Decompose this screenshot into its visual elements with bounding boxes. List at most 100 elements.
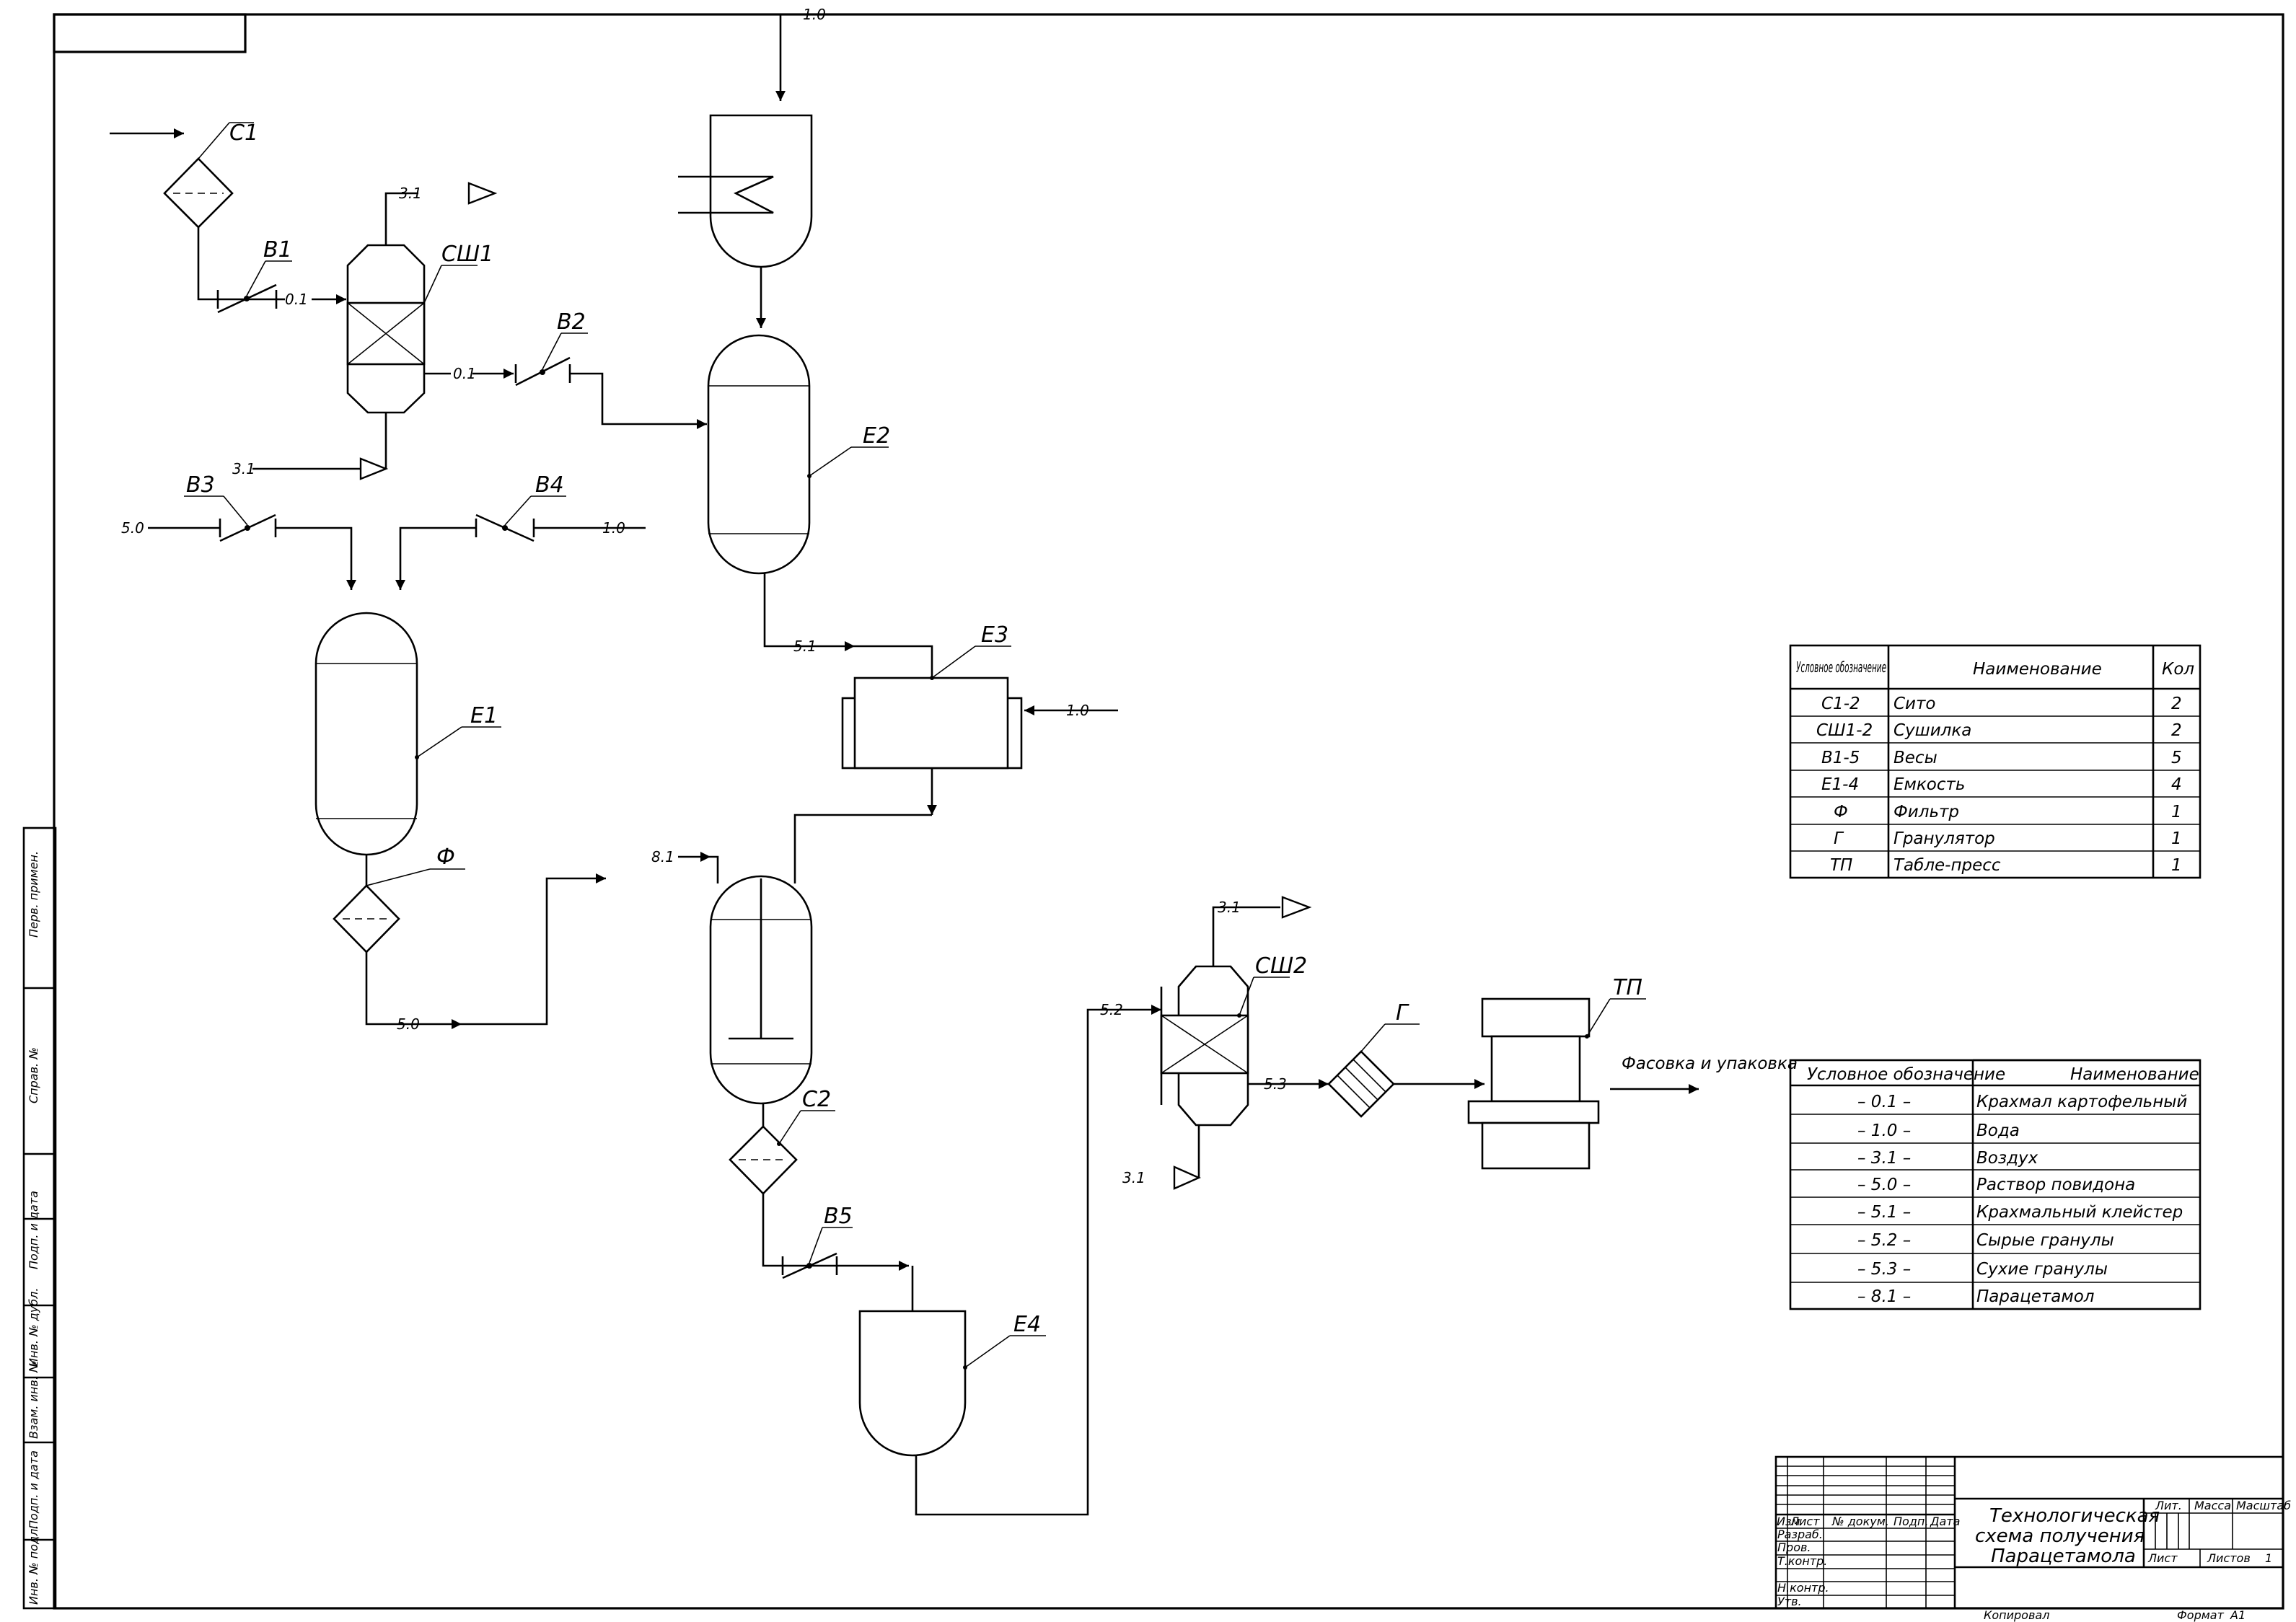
- stream-50-f: 5.0: [397, 1015, 420, 1033]
- eq-row-name: Сушилка: [1893, 721, 1971, 740]
- piping: [110, 13, 1699, 1516]
- tb-col-doc: № докум.: [1831, 1515, 1889, 1528]
- reactor-heater: [678, 114, 813, 268]
- output-label: Фасовка и упаковка: [1622, 1054, 1798, 1073]
- label-e1: E1: [470, 703, 498, 728]
- eq-table-header-code: Условное обозначение: [1796, 658, 1886, 676]
- eq-row-name: Сито: [1893, 695, 1935, 713]
- label-c1: C1: [229, 120, 258, 146]
- eq-row-qty: 4: [2171, 775, 2182, 794]
- label-b2: B2: [557, 309, 586, 335]
- eq-row-code: СШ1-2: [1816, 721, 1873, 740]
- eq-row-qty: 1: [2171, 829, 2182, 848]
- tb-sheet: Лист: [2147, 1551, 2178, 1565]
- tb-role-approved: Утв.: [1777, 1595, 1802, 1608]
- label-b4: B4: [535, 472, 564, 498]
- stamp-replace-no: Взам. инв. №: [27, 1360, 40, 1439]
- scale-b3: B3: [184, 472, 276, 542]
- vessel-mixer: [709, 875, 813, 1105]
- eq-row-qty: 5: [2171, 749, 2182, 767]
- stream-01b: 0.1: [453, 365, 476, 382]
- tb-role-tech-control: Т.контр.: [1777, 1554, 1827, 1568]
- stream-51: 5.1: [793, 638, 817, 655]
- eq-row-qty: 2: [2171, 695, 2182, 713]
- tb-sheets: Листов: [2207, 1551, 2251, 1565]
- stream-row-name: Парацетамол: [1976, 1287, 2095, 1306]
- stream-row-code: – 8.1 –: [1857, 1287, 1911, 1306]
- vessel-e4: E4: [858, 1310, 1046, 1457]
- stamp-signature-date-2: Подп. и дата: [27, 1450, 40, 1529]
- stream-50: 5.0: [121, 519, 144, 537]
- eq-row-name: Табле-пресс: [1893, 856, 2001, 875]
- label-e3: E3: [981, 622, 1008, 648]
- eq-row-qty: 1: [2171, 856, 2182, 875]
- label-sh2: СШ2: [1255, 953, 1307, 979]
- stream-table-header-name: Наименование: [2070, 1065, 2199, 1084]
- title-line-3: Парацетамола: [1991, 1546, 2136, 1567]
- stream-53: 5.3: [1264, 1075, 1287, 1093]
- sieve-c2: C2: [729, 1087, 835, 1195]
- label-c2: C2: [802, 1087, 831, 1112]
- tb-role-developer: Разраб.: [1777, 1528, 1823, 1541]
- stream-row-name: Сырые гранулы: [1976, 1231, 2114, 1250]
- stream-row-code: – 3.1 –: [1857, 1149, 1911, 1168]
- dryer-sh2: СШ2: [1160, 953, 1307, 1127]
- granulator-g: Г: [1327, 1000, 1420, 1118]
- label-b1: B1: [263, 237, 292, 263]
- eq-row-name: Фильтр: [1893, 803, 1959, 821]
- tablet-press-tp: ТП: [1467, 975, 1646, 1170]
- tb-col-list: Лист: [1790, 1515, 1820, 1528]
- eq-row-code: Г: [1834, 829, 1844, 848]
- tb-sheets-value: 1: [2265, 1551, 2272, 1565]
- tb-col-izm: Изм: [1777, 1515, 1800, 1528]
- label-filter: Ф: [436, 845, 455, 870]
- tb-col-sign: Подп.: [1893, 1515, 1928, 1528]
- eq-row-name: Весы: [1893, 749, 1937, 767]
- dryer-sh1: СШ1: [346, 242, 493, 414]
- stream-row-code: – 5.3 –: [1857, 1260, 1911, 1279]
- tb-mass: Масса: [2194, 1499, 2231, 1512]
- tb-format: Формат: [2177, 1608, 2225, 1622]
- eq-row-code: B1-5: [1821, 749, 1860, 767]
- side-stamp: Перв. примен. Справ. № Подп. и дата Инв.…: [22, 827, 57, 1610]
- title-block: Изм Лист № докум. Подп. Дата Разраб. Про…: [1774, 1455, 2291, 1622]
- stream-table-header-code: Условное обозначение: [1807, 1065, 2005, 1084]
- stream-row-name: Сухие гранулы: [1976, 1260, 2108, 1279]
- stream-row-code: – 5.0 –: [1857, 1176, 1911, 1194]
- eq-row-name: Гранулятор: [1893, 829, 1995, 848]
- stamp-original-no: Инв. № подл.: [27, 1525, 40, 1605]
- scale-b2: B2: [515, 309, 588, 387]
- stream-row-code: – 5.1 –: [1857, 1203, 1911, 1222]
- tb-format-value: A1: [2230, 1608, 2246, 1622]
- tb-copied: Копировал: [1984, 1608, 2049, 1622]
- stream-10-v4: 1.0: [602, 519, 625, 537]
- tb-lit: Лит.: [2155, 1499, 2182, 1512]
- stream-labels: 0.1 0.1 3.1 3.1 5.0 1.0 1.0 5.1 1.0 8.1 …: [121, 6, 1287, 1186]
- stream-01a: 0.1: [285, 291, 308, 308]
- title-line-2: схема получения: [1975, 1525, 2145, 1547]
- stream-31-bottom: 3.1: [232, 460, 255, 477]
- eq-row-name: Емкость: [1893, 775, 1965, 794]
- scale-b5: B5: [782, 1204, 853, 1279]
- eq-table-header-name: Наименование: [1973, 660, 2102, 679]
- vessel-e1: E1: [315, 612, 501, 856]
- eq-row-qty: 1: [2171, 803, 2182, 821]
- stream-row-code: – 0.1 –: [1857, 1093, 1911, 1111]
- scale-b1: B1: [217, 237, 292, 314]
- stamp-duplicate-no: Инв. № дубл.: [27, 1288, 40, 1367]
- stream-10-top: 1.0: [803, 6, 826, 23]
- stream-52: 5.2: [1100, 1001, 1123, 1018]
- label-press: ТП: [1613, 975, 1642, 1000]
- vessel-e3: E3: [841, 622, 1023, 770]
- stream-row-name: Крахмал картофельный: [1976, 1093, 2187, 1111]
- stream-row-name: Вода: [1976, 1121, 2020, 1140]
- eq-row-code: ТП: [1830, 856, 1852, 875]
- stream-row-code: – 1.0 –: [1857, 1121, 1911, 1140]
- eq-table-header-qty: Кол: [2162, 660, 2194, 679]
- stream-81: 8.1: [651, 848, 674, 865]
- filter-f: Ф: [333, 845, 465, 953]
- stream-row-name: Воздух: [1976, 1149, 2038, 1168]
- tb-role-norm-control: Н.контр.: [1777, 1581, 1829, 1595]
- sieve-c1: C1: [163, 120, 258, 229]
- title-line-1: Технологическая: [1989, 1505, 2160, 1527]
